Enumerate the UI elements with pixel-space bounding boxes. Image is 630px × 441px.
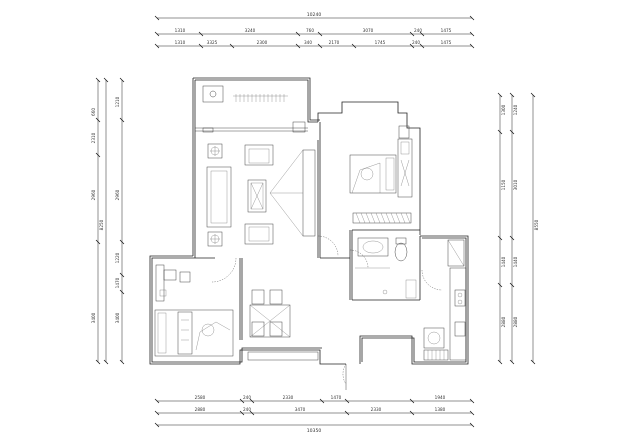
top-sub-6: 1745 [375,40,386,45]
top-sub-8: 1475 [441,40,452,45]
bottom-sub-5: 1380 [435,407,446,412]
left-sub-1: 660 [91,108,96,116]
bottom-dim-3: 2330 [283,395,294,400]
right-overall-dim: 8550 [534,219,539,230]
bottom-sub-1: 2880 [195,407,206,412]
bath-sink-icon [357,237,389,257]
bottom-dim-2: 240 [243,395,251,400]
left-sub-3: 2960 [91,189,96,200]
bottom-dim-1: 2580 [195,395,206,400]
top-sub-3: 2300 [257,40,268,45]
right-dim-4: 2880 [513,316,518,327]
master-bedroom [349,125,413,224]
left-dim-2: 2960 [115,189,120,200]
top-dim-4: 3070 [363,28,374,33]
toilet-icon [394,242,408,262]
balcony [195,85,308,133]
left-dim-3: 1220 [115,252,120,263]
left-dim-4: 1470 [115,277,120,288]
wardrobe-icon [397,138,413,198]
coffee-table-icon [247,179,267,213]
washing-machine-icon [423,327,445,349]
top-dimension-chains: 10240 1310 3240 760 3070 240 1475 1310 3… [154,12,475,49]
bottom-dimension-chains: 2580 240 2330 1470 1940 2880 240 3470 23… [154,395,475,434]
top-overall-dim: 10240 [307,12,322,18]
counter-icon [449,267,467,361]
dining-area [247,289,319,361]
top-dim-5: 240 [414,28,422,33]
closet-rail-icon [352,212,412,224]
washbasin-icon [202,85,224,103]
bottom-dim-4: 1470 [331,395,342,400]
sideboard-icon [247,351,319,361]
right-dimension-chains: 8550 1240 3010 1440 2880 1300 1150 1440 … [497,92,539,365]
bottom-sub-2: 240 [243,407,251,412]
right-dim-2: 3010 [513,179,518,190]
tv-cabinet-icon [302,149,316,237]
top-dim-3: 760 [306,28,314,33]
desk-icon [155,264,165,302]
radiator-icon [235,94,285,102]
bed-icon [154,309,234,357]
left-dimension-chains: 8250 1210 2960 1220 1470 3400 660 2310 2… [91,77,125,365]
right-dim-3: 1440 [513,256,518,267]
top-sub-2: 3325 [207,40,218,45]
bottom-sub-4: 2330 [371,407,382,412]
armchair-bottom-icon [244,223,274,245]
top-sub-5: 2170 [329,40,340,45]
left-sub-4: 3400 [91,312,96,323]
side-table-top-icon [207,143,223,159]
stove-icon [454,289,466,307]
right-sub-3: 1440 [501,256,506,267]
top-dim-1: 1310 [175,28,186,33]
right-sub-4: 2880 [501,316,506,327]
bottom-overall-dim: 10350 [307,428,322,434]
fridge-icon [447,239,465,267]
sofa-icon [206,166,232,228]
left-dim-1: 1210 [115,96,120,107]
shower-tray-icon [405,279,417,299]
top-sub-1: 1310 [175,40,186,45]
exterior-walls [149,77,469,365]
top-dim-2: 3240 [245,28,256,33]
right-sub-1: 1300 [501,104,506,115]
top-sub-7: 240 [412,40,420,45]
left-dim-5: 3400 [115,312,120,323]
bottom-sub-3: 3470 [295,407,306,412]
top-sub-4: 340 [304,40,312,45]
second-bedroom [154,264,234,357]
right-sub-2: 1150 [501,179,506,190]
living-room [206,143,316,247]
nightstand-icon [177,311,193,355]
doors [211,235,443,390]
bathroom [355,237,417,299]
armchair-top-icon [244,144,274,166]
chair-icon [163,269,177,281]
kitchen [423,239,467,361]
double-bed-icon [349,154,397,194]
bottom-dim-6: 1940 [435,395,446,400]
side-table-bottom-icon [207,231,223,247]
interior-walls [195,122,421,340]
right-dim-1: 1240 [513,104,518,115]
top-dim-6: 1475 [441,28,452,33]
left-overall-dim: 8250 [99,219,104,230]
left-sub-2: 2310 [91,132,96,143]
dining-table-icon [249,304,291,338]
kitchen-sink-icon [454,321,466,337]
